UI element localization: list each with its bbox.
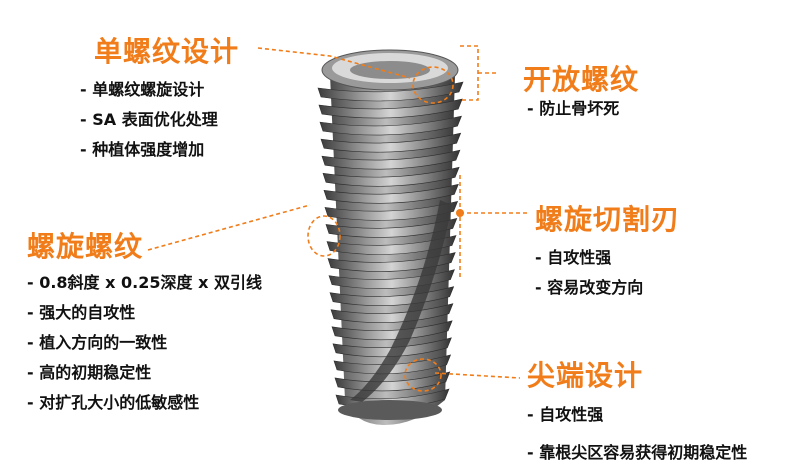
- list-cutting-edge: - 自攻性强 - 容易改变方向: [535, 243, 643, 303]
- implant-body: [317, 49, 464, 425]
- list-item: - 靠根尖区容易获得初期稳定性: [527, 443, 748, 462]
- list-item: - 容易改变方向: [535, 278, 644, 297]
- list-helical-thread: - 0.8斜度 x 0.25深度 x 双引线 - 强大的自攻性 - 植入方向的一…: [27, 268, 262, 418]
- list-item: - 自攻性强: [527, 405, 604, 424]
- list-single-thread: - 单螺纹螺旋设计 - SA 表面优化处理 - 种植体强度增加: [80, 75, 218, 165]
- list-item: - 强大的自攻性: [27, 303, 136, 322]
- list-item: - SA 表面优化处理: [80, 110, 218, 129]
- heading-apex-design: 尖端设计: [527, 359, 644, 392]
- list-item: - 自攻性强: [535, 248, 612, 267]
- list-item: - 种植体强度增加: [80, 140, 205, 159]
- list-item: - 植入方向的一致性: [27, 333, 168, 352]
- list-item: - 对扩孔大小的低敏感性: [27, 393, 200, 412]
- heading-open-thread: 开放螺纹: [523, 63, 640, 96]
- list-open-thread: - 防止骨坏死: [527, 94, 619, 124]
- list-apex-design: - 自攻性强 - 靠根尖区容易获得初期稳定性: [527, 400, 747, 468]
- heading-cutting-edge: 螺旋切割刃: [535, 203, 681, 236]
- heading-single-thread: 单螺纹设计: [94, 35, 240, 68]
- list-item: - 0.8斜度 x 0.25深度 x 双引线: [27, 273, 262, 292]
- list-item: - 单螺纹螺旋设计: [80, 80, 205, 99]
- heading-helical-thread: 螺旋螺纹: [27, 230, 144, 263]
- list-item: - 防止骨坏死: [527, 99, 620, 118]
- list-item: - 高的初期稳定性: [27, 363, 152, 382]
